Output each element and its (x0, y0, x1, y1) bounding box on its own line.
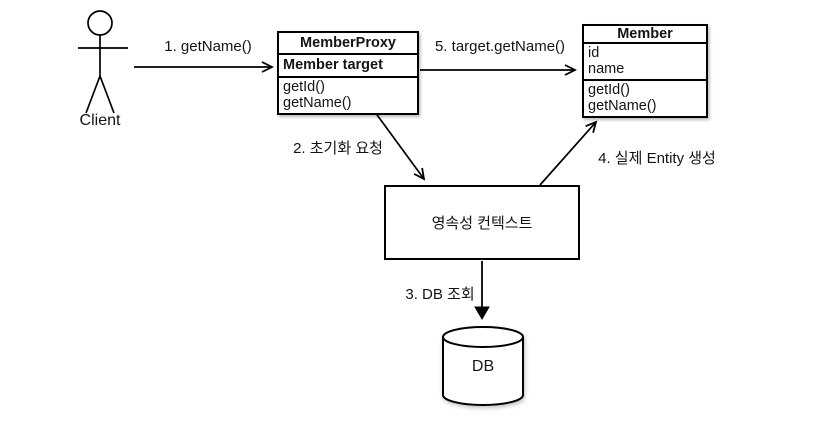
node-label: 영속성 컨텍스트 (431, 215, 533, 232)
edge-1-label: 1. getName() (164, 38, 252, 55)
edge-5-label: 5. target.getName() (434, 38, 566, 55)
class-attribute: name (588, 61, 625, 77)
class-methods: getId() getName() (279, 78, 417, 113)
class-box-member: Member id name getId() getName() (582, 24, 708, 118)
class-method: getName() (588, 98, 657, 114)
database-label: DB (471, 358, 495, 375)
actor-left-leg (85, 75, 101, 114)
class-attributes: id name (584, 44, 706, 81)
actor-label: Client (79, 112, 121, 129)
class-method: getId() (283, 79, 325, 95)
database-cylinder-body (442, 337, 524, 406)
database-cylinder-top (442, 326, 524, 348)
class-title: Member (584, 26, 706, 44)
class-title: MemberProxy (279, 33, 417, 55)
edge-2-arrow (371, 107, 424, 179)
class-attributes: Member target (279, 55, 417, 78)
class-method: getName() (283, 95, 352, 111)
edge-4-label: 4. 실제 Entity 생성 (598, 150, 716, 167)
node-persistence-context: 영속성 컨텍스트 (384, 185, 580, 260)
class-method: getId() (588, 82, 630, 98)
class-methods: getId() getName() (584, 81, 706, 116)
edge-2-label: 2. 초기화 요청 (293, 140, 383, 157)
class-attribute: id (588, 45, 600, 61)
edge-4-arrow (539, 122, 596, 186)
class-attribute: Member target (283, 57, 383, 73)
database-cylinder (442, 326, 524, 406)
actor-head (87, 10, 113, 36)
actor-figure (78, 10, 128, 114)
edge-3-label: 3. DB 조회 (405, 286, 475, 303)
actor-right-leg (99, 75, 115, 114)
class-box-memberproxy: MemberProxy Member target getId() getNam… (277, 31, 419, 115)
